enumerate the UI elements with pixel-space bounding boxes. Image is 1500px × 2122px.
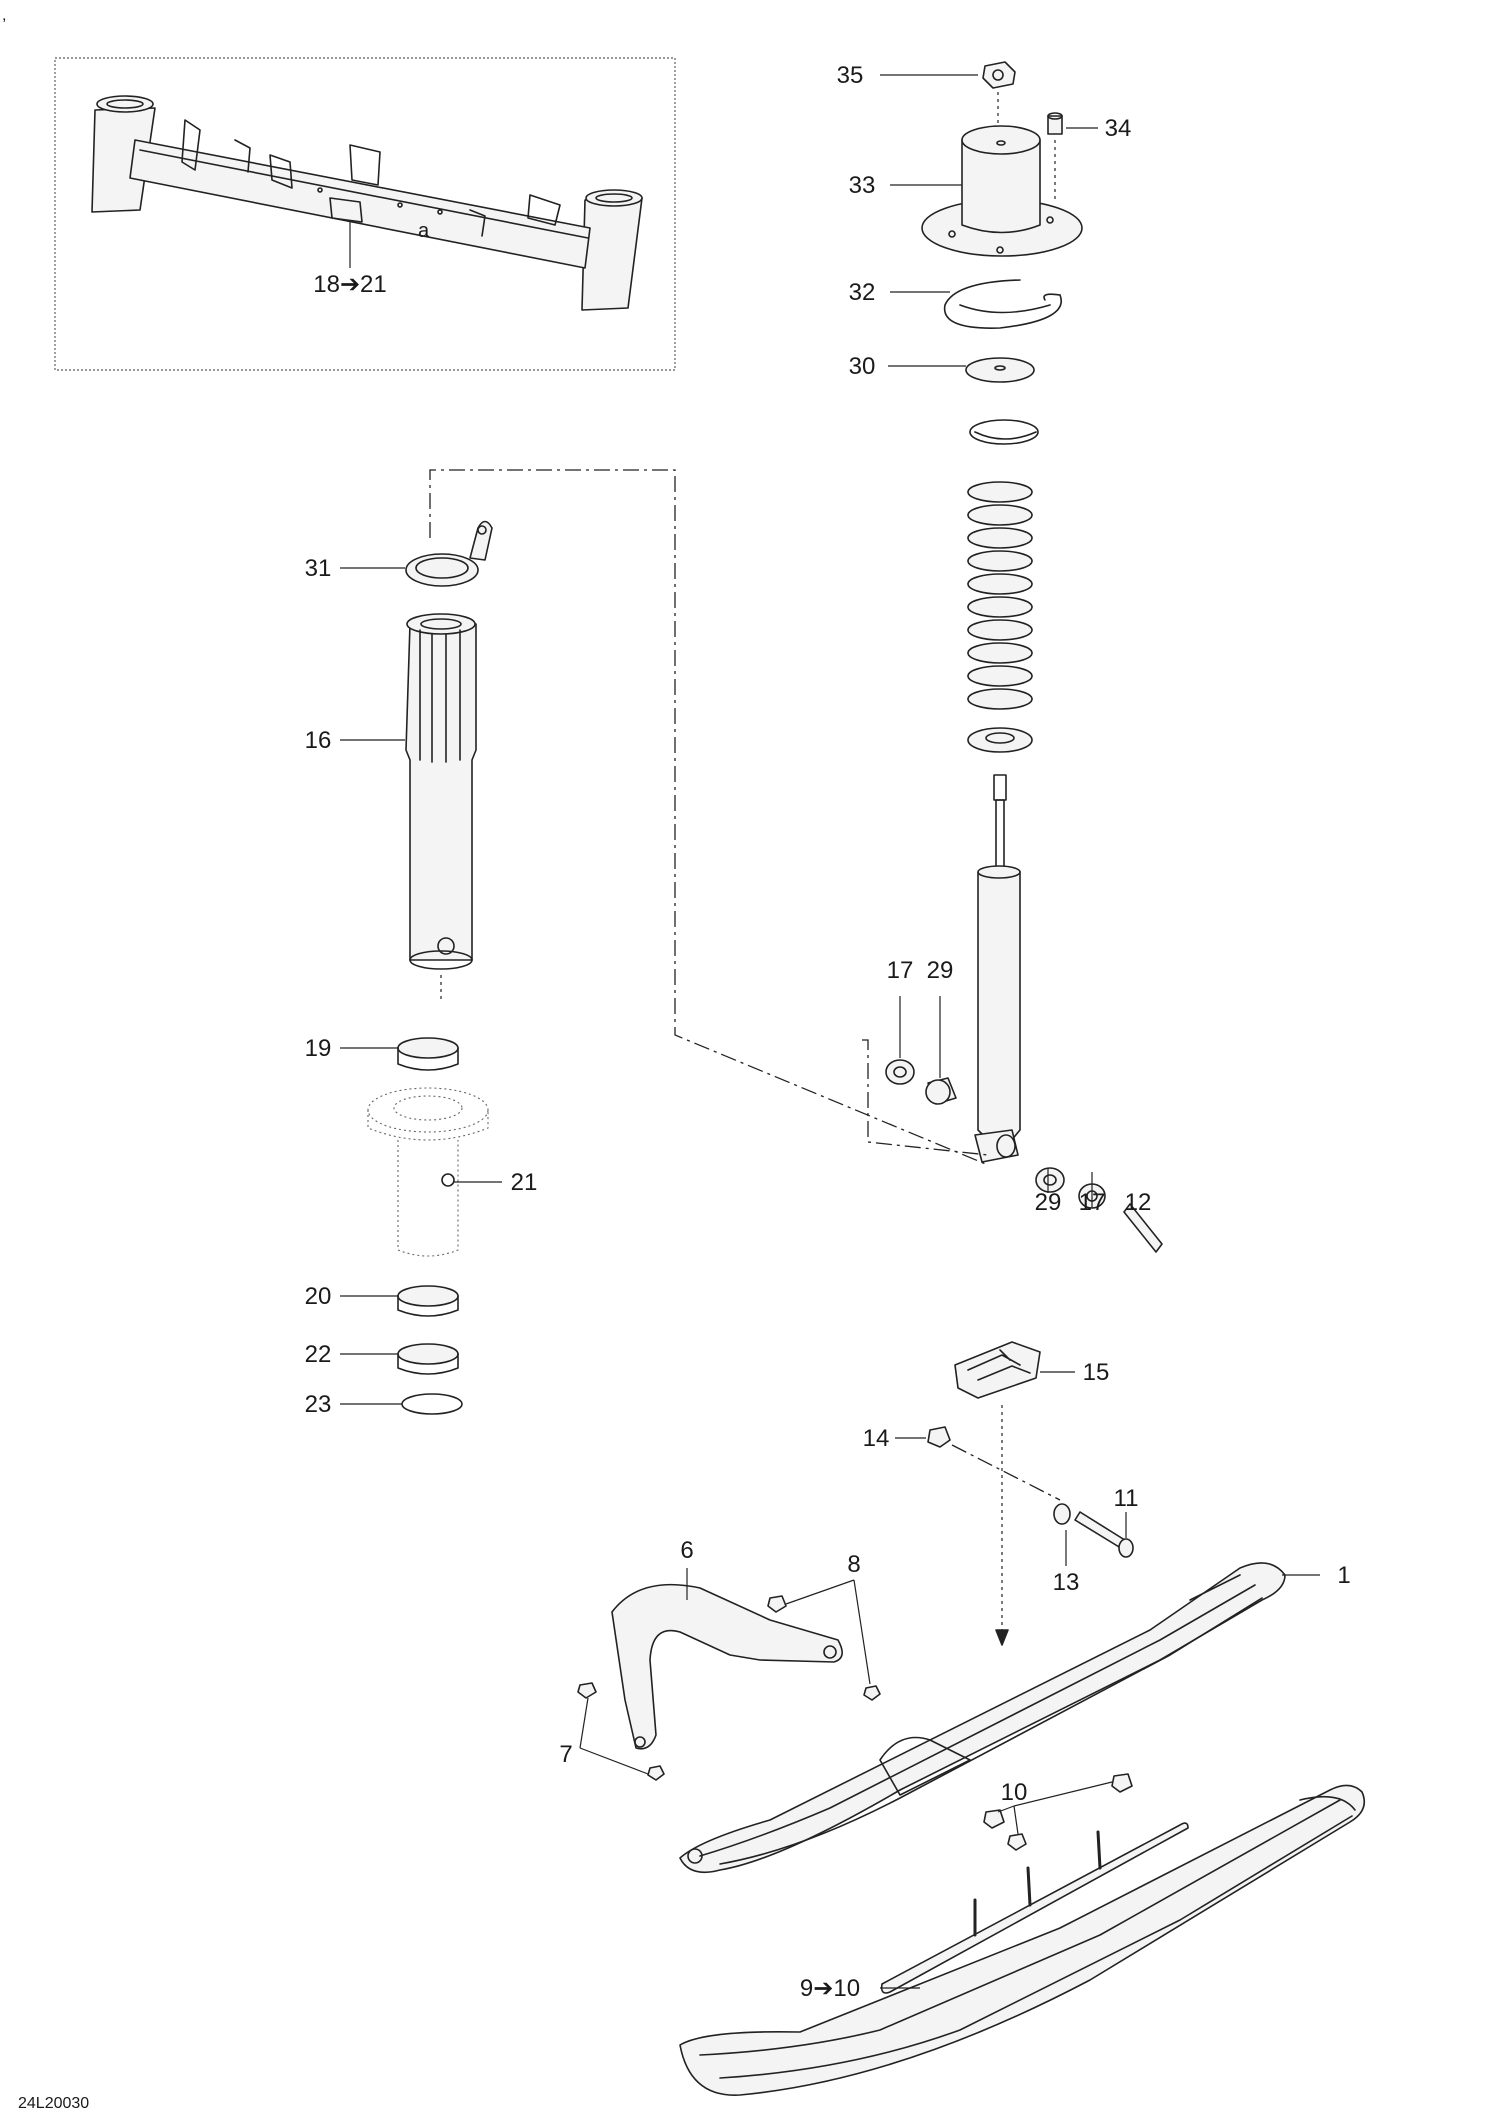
callout-19: 19: [305, 1035, 332, 1062]
part-17-washer-upper: [885, 1059, 915, 1085]
part-12-bolt: [1123, 1203, 1163, 1253]
part-1-ski: [679, 1562, 1286, 1874]
callout-29-lower: 29: [1035, 1189, 1062, 1216]
leader-lines: [340, 74, 1320, 1989]
assembly-path-line-2: [862, 1039, 989, 1156]
part-13-washer: [1053, 1503, 1071, 1525]
part-9-runner: [880, 1822, 1189, 1994]
part-8-nut-a: [767, 1595, 787, 1613]
part-20-bushing: [397, 1285, 459, 1307]
part-23-circlip: [401, 1393, 463, 1415]
callout-17-upper: 17: [887, 957, 914, 984]
callout-15: 15: [1083, 1359, 1110, 1386]
callout-23: 23: [305, 1391, 332, 1418]
callout-14: 14: [863, 1425, 890, 1452]
callout-8: 8: [847, 1551, 860, 1578]
part-31-lock-ring: [405, 553, 479, 587]
callout-7: 7: [559, 1741, 572, 1768]
part-7-nut-a: [577, 1682, 597, 1699]
part-15-ski-handle-pad: [954, 1341, 1041, 1399]
callout-10: 10: [1001, 1779, 1028, 1806]
callout-32: 32: [849, 279, 876, 306]
callout-21: 21: [511, 1169, 538, 1196]
part-14-nut: [927, 1426, 951, 1448]
part-7-nut-b: [647, 1765, 665, 1781]
callout-11: 11: [1114, 1485, 1139, 1512]
callout-33: 33: [849, 172, 876, 199]
inset-range-label: 18➔21: [313, 271, 387, 298]
part-19-bushing: [397, 1037, 459, 1059]
callout-20: 20: [305, 1283, 332, 1310]
part-8-nut-b: [863, 1685, 881, 1701]
shock-absorber-body: [977, 871, 1021, 1143]
shock-rod: [995, 799, 1005, 871]
part-16-spindle-shaft: [405, 623, 477, 961]
assembly-path-line: [429, 469, 989, 1166]
lower-spring-seat: [967, 727, 1033, 753]
part-22-washer: [397, 1343, 459, 1365]
callout-1: 1: [1337, 1562, 1350, 1589]
part-35-nut: [982, 61, 1016, 89]
steering-column-housing: [367, 1087, 489, 1133]
shock-hardware: [885, 1059, 1163, 1253]
ski-runner-lower-view: [679, 1784, 1366, 2096]
shock-spring: [967, 481, 1033, 710]
spring-retainer: [969, 419, 1039, 445]
right-spindle-tube: [581, 197, 643, 311]
part-10-nut-b: [1007, 1833, 1027, 1851]
callout-31: 31: [305, 555, 332, 582]
part-32-retaining-clip: [943, 279, 1062, 329]
callout-12: 12: [1125, 1189, 1152, 1216]
callout-17-lower: 17: [1079, 1189, 1106, 1216]
callout-labels: 35 34 33 32 30 31 16 17 29 19 21 29 17 1…: [305, 62, 1351, 2002]
callout-22: 22: [305, 1341, 332, 1368]
callout-34: 34: [1105, 115, 1132, 142]
callout-30: 30: [849, 353, 876, 380]
callout-29-upper: 29: [927, 957, 954, 984]
spindle-stack: [367, 520, 493, 1415]
part-21-grease-fitting: [441, 1173, 455, 1187]
part-10-nut-a: [983, 1809, 1005, 1829]
inset-frame-crossmember: a 18➔21: [54, 57, 676, 371]
callout-13: 13: [1053, 1569, 1080, 1596]
shock-stack: [921, 61, 1083, 1163]
inset-letter-a: a: [418, 220, 430, 242]
inset-border: [54, 57, 676, 371]
figure-code: 24L20030: [18, 2095, 89, 2112]
callout-35: 35: [837, 62, 864, 89]
part-34-screw: [1047, 115, 1063, 135]
part-10-nut-c: [1111, 1773, 1133, 1793]
callout-16: 16: [305, 727, 332, 754]
callout-6: 6: [680, 1537, 693, 1564]
part-6-ski-loop: [611, 1583, 843, 1750]
stray-mark: ,: [2, 7, 6, 24]
part-29-bushing-lower: [1035, 1167, 1065, 1193]
callout-9-10: 9➔10: [800, 1975, 860, 2002]
